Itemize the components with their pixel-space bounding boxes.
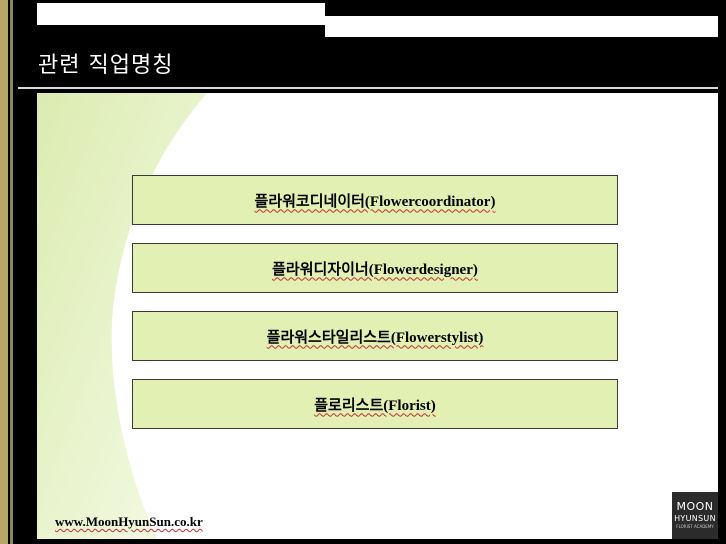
top-white-strip-right <box>325 16 718 37</box>
job-title-box-florist: 플로리스트(Florist) <box>132 379 618 429</box>
job-title-label: 플라워코디네이터(Flowercoordinator) <box>254 193 496 210</box>
title-divider <box>18 87 718 89</box>
footer-website-url: www.MoonHyunSun.co.kr <box>55 514 203 529</box>
job-title-label: 플라워스타일리스트(Flowerstylist) <box>266 329 484 346</box>
moon-hyunsun-logo: MOON HYUNSUN FLORIST ACADEMY <box>672 492 718 539</box>
logo-line-2: HYUNSUN <box>674 514 716 523</box>
job-title-label: 플라워디자이너(Flowerdesigner) <box>272 261 478 278</box>
job-title-box-flowerstylist: 플라워스타일리스트(Flowerstylist) <box>132 311 618 361</box>
job-title-box-flowerdesigner: 플라워디자이너(Flowerdesigner) <box>132 243 618 293</box>
slide-title: 관련 직업명칭 <box>38 53 174 78</box>
top-white-strip <box>37 3 325 25</box>
logo-line-3: FLORIST ACADEMY <box>676 524 714 529</box>
decorative-swoosh <box>37 93 207 539</box>
logo-line-1: MOON <box>676 500 714 513</box>
job-title-box-flowercoordinator: 플라워코디네이터(Flowercoordinator) <box>132 175 618 225</box>
gold-side-bar-inner <box>10 0 13 544</box>
gold-side-bar <box>0 0 8 544</box>
content-area: 플라워코디네이터(Flowercoordinator) 플라워디자이너(Flow… <box>37 93 718 539</box>
job-title-label: 플로리스트(Florist) <box>314 397 436 414</box>
